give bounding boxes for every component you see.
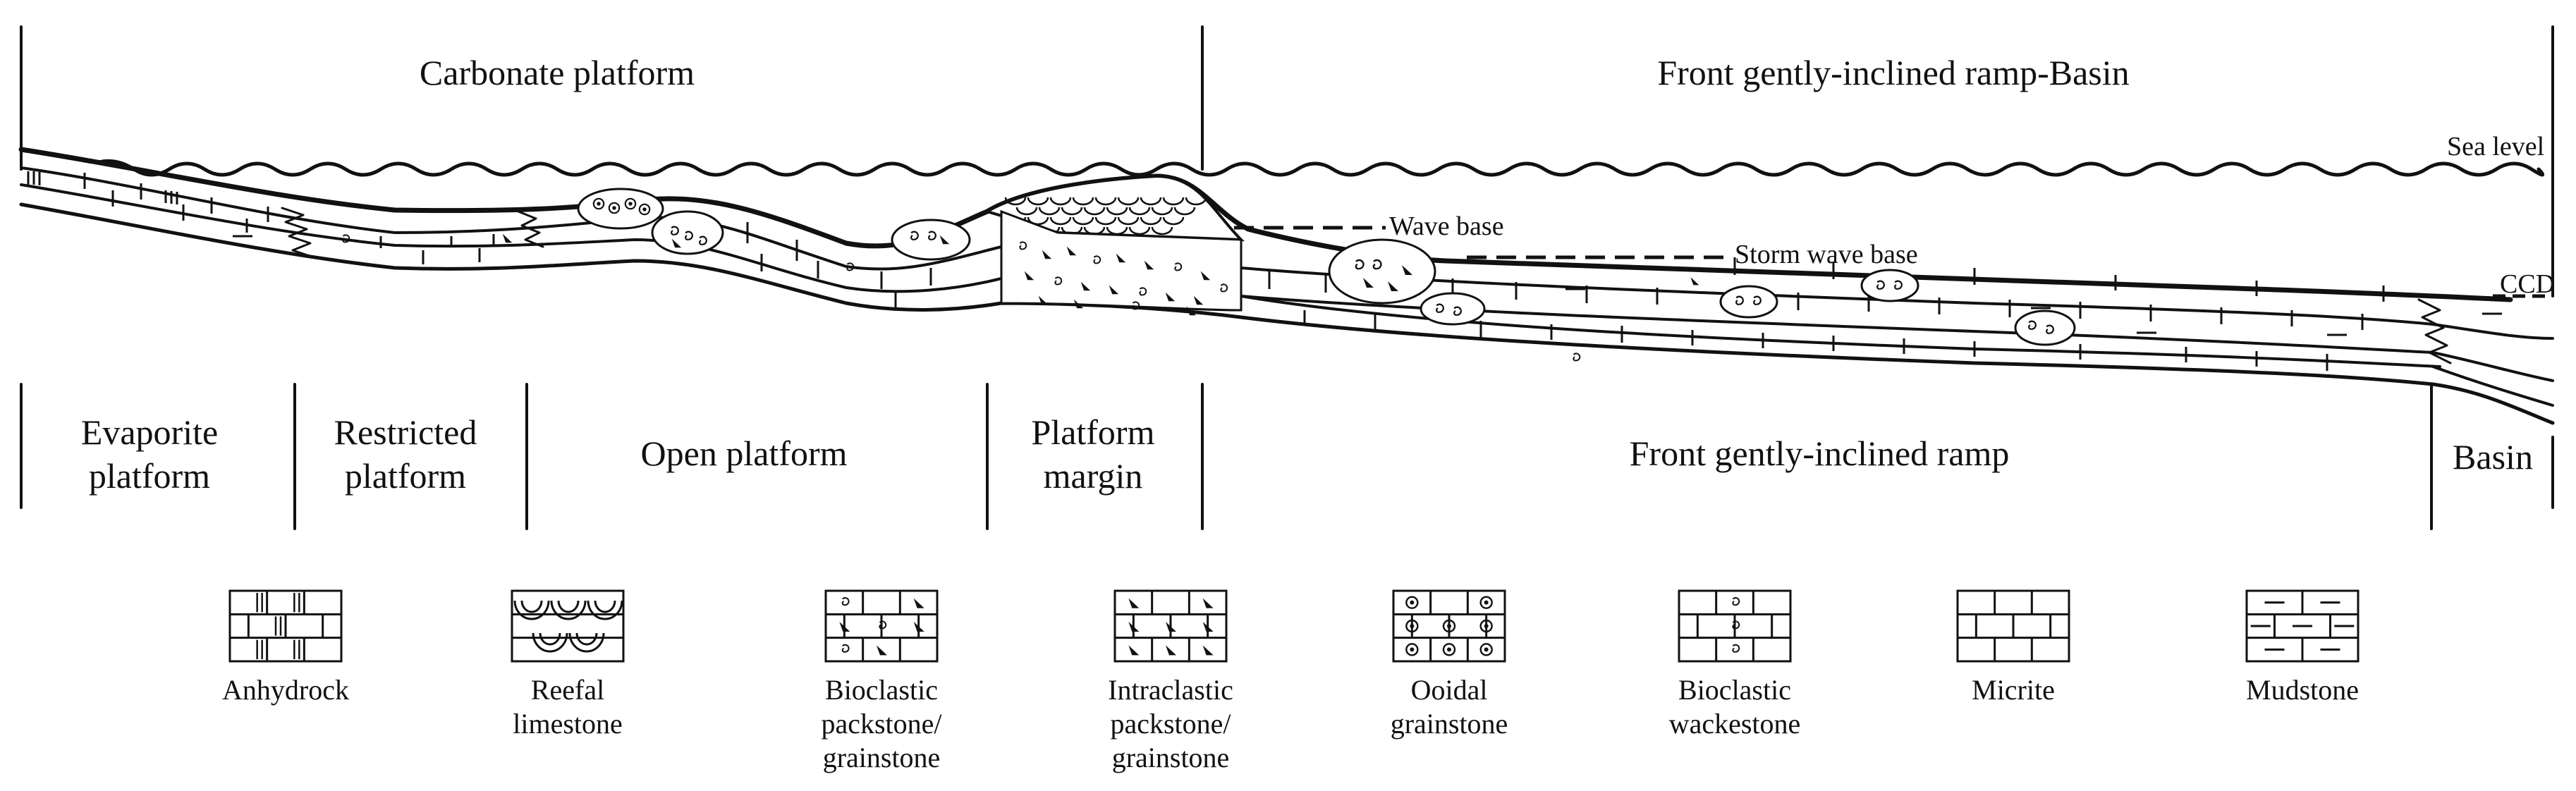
svg-text:margin: margin xyxy=(1044,456,1143,496)
zones: Evaporite platform Restricted platform O… xyxy=(20,383,2554,530)
legend-label: grainstone xyxy=(1112,742,1230,773)
header: Carbonate platform Front gently-inclined… xyxy=(20,25,2554,298)
intraclastic-wedge xyxy=(1000,209,1243,316)
sea-level-line xyxy=(97,159,2545,177)
legend-label: Bioclastic xyxy=(825,674,938,706)
bedding-line xyxy=(1240,295,2441,368)
legend-swatch xyxy=(511,589,625,663)
ramp-lens xyxy=(1328,238,1436,305)
zone-restricted-platform: Restricted platform xyxy=(334,412,477,496)
zone-open-platform: Open platform xyxy=(641,434,848,473)
legend-swatch xyxy=(2245,589,2360,663)
legend-label: wackestone xyxy=(1669,708,1801,740)
legend-label: packstone/ xyxy=(1110,708,1231,740)
ramp-lens xyxy=(1420,292,1486,326)
storm-wave-base-label: Storm wave base xyxy=(1735,240,1918,269)
legend-swatch xyxy=(1956,589,2070,663)
basin-bedding xyxy=(2431,323,2554,340)
ccd-label: CCD xyxy=(2500,269,2555,299)
legend-label: limestone xyxy=(513,708,623,740)
bioclast-shoal xyxy=(891,219,971,261)
svg-text:platform: platform xyxy=(345,456,466,496)
svg-text:Evaporite: Evaporite xyxy=(81,412,218,452)
ramp-lens xyxy=(1719,285,1778,319)
svg-text:Basin: Basin xyxy=(2453,437,2533,477)
legend-label: grainstone xyxy=(823,742,941,773)
legend-label: Bioclastic xyxy=(1678,674,1791,706)
legend-item-mudstone: Mudstone xyxy=(2245,589,2360,706)
svg-text:Restricted: Restricted xyxy=(334,412,477,452)
legend-swatch xyxy=(1392,589,1506,663)
basin-bedding xyxy=(2431,365,2554,407)
legend-swatch xyxy=(1113,589,1228,663)
facies-transition-zigzag xyxy=(281,207,315,259)
zone-platform-margin: Platform margin xyxy=(1032,412,1155,496)
legend-label: Intraclastic xyxy=(1108,674,1233,706)
facies-transition-zigzag xyxy=(517,210,544,248)
zone-front-ramp: Front gently-inclined ramp xyxy=(1630,434,2010,473)
zone-evaporite-platform: Evaporite platform xyxy=(81,412,218,496)
svg-text:Front gently-inclined ramp: Front gently-inclined ramp xyxy=(1630,434,2010,473)
wave-base-label: Wave base xyxy=(1389,211,1504,241)
legend-label: packstone/ xyxy=(821,708,942,740)
legend-label: Anhydrock xyxy=(222,674,349,706)
legend-item-micrite: Micrite xyxy=(1956,589,2070,706)
ramp-lens xyxy=(1860,269,1919,302)
legend-swatch xyxy=(1678,589,1792,663)
legend-swatch xyxy=(824,589,939,663)
svg-text:Open platform: Open platform xyxy=(641,434,848,473)
legend-label: Micrite xyxy=(1972,674,2055,706)
anhydrite-hatch xyxy=(27,171,178,204)
zone-basin: Basin xyxy=(2453,437,2533,477)
svg-text:platform: platform xyxy=(89,456,210,496)
cross-section: Sea level Wave base Storm wave base CCD xyxy=(18,132,2555,425)
ramp-lens xyxy=(2014,309,2076,346)
bioclast-shoal xyxy=(651,210,724,255)
legend-label: Mudstone xyxy=(2246,674,2359,706)
legend-label: Reefal xyxy=(531,674,604,706)
facies-transition-zigzag xyxy=(2417,298,2452,364)
sea-level-label: Sea level xyxy=(2447,132,2544,161)
legend-swatch xyxy=(228,589,343,663)
header-carbonate-platform: Carbonate platform xyxy=(420,53,695,92)
reef-buildup xyxy=(984,174,1245,242)
legend-label: Ooidal xyxy=(1411,674,1488,706)
basin-bedding xyxy=(2431,351,2554,382)
svg-text:Platform: Platform xyxy=(1032,412,1155,452)
ooid-cluster xyxy=(577,188,664,230)
legend-label: grainstone xyxy=(1391,708,1508,740)
header-ramp-basin: Front gently-inclined ramp-Basin xyxy=(1657,53,2129,92)
legend-item-anhydrock: Anhydrock xyxy=(222,589,349,706)
